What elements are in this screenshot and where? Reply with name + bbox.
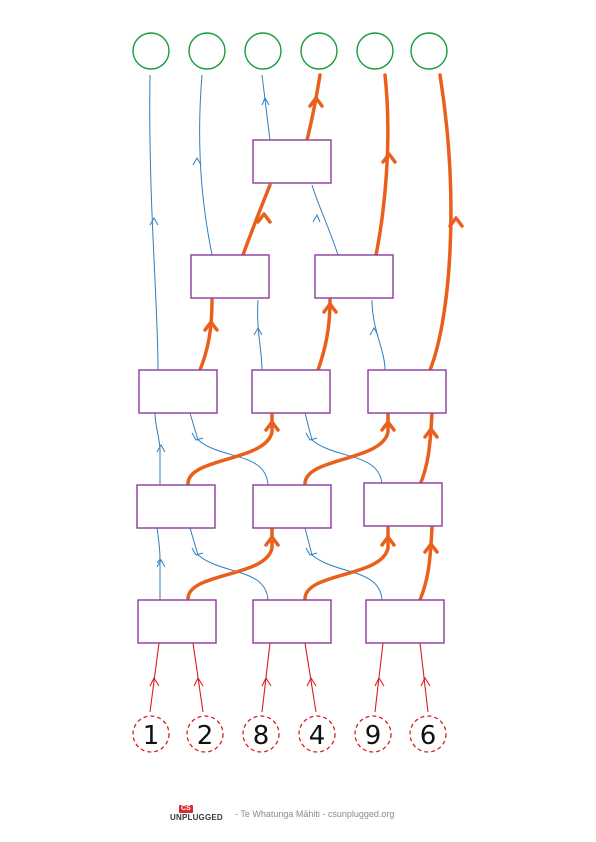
- comparator-box: [363, 482, 443, 527]
- comparator-box: [367, 369, 447, 414]
- comparator-box: [252, 484, 332, 529]
- highlight-segment: [186, 526, 274, 602]
- highlight-arrow: [308, 96, 324, 108]
- input-wire-arrow: [420, 676, 431, 687]
- highlight-arrow: [380, 535, 396, 547]
- input-wire-arrow: [374, 676, 385, 687]
- comparator-box: [190, 254, 270, 299]
- highlight-segment: [303, 411, 390, 487]
- output-circle: [132, 32, 170, 70]
- comparator-box: [137, 599, 217, 644]
- highlight-arrow: [448, 216, 464, 228]
- comparators: [136, 139, 447, 644]
- input-value: 8: [253, 721, 270, 751]
- output-circle: [300, 32, 338, 70]
- comparator-box: [252, 139, 332, 184]
- thin-wire-arrow: [369, 326, 379, 336]
- highlighted-path: [186, 73, 464, 602]
- input-wire-arrow: [193, 676, 204, 687]
- thin-wire-arrow: [261, 96, 270, 106]
- thin-wire: [149, 74, 159, 371]
- input-circle: [186, 715, 224, 753]
- comparator-box: [251, 369, 331, 414]
- input-wire: [149, 642, 160, 713]
- comparator-box: [314, 254, 394, 299]
- highlight-arrow: [203, 320, 219, 332]
- footer-credit: - Te Whatunga Māhiti - csunplugged.org: [235, 809, 395, 819]
- input-wire: [304, 642, 317, 713]
- input-wire-arrow: [261, 676, 272, 687]
- thin-wire-arrow: [149, 216, 159, 226]
- logo-word: UNPLUGGED: [170, 813, 223, 822]
- output-circles: [132, 32, 448, 70]
- thin-wire-arrow: [156, 558, 166, 568]
- highlight-segment: [418, 411, 434, 487]
- cs-unplugged-logo: CS UNPLUGGED: [170, 805, 232, 823]
- highlight-arrow: [381, 152, 397, 164]
- input-wire-arrow: [306, 676, 317, 687]
- thin-wire: [257, 299, 263, 371]
- thin-wire-arrow: [305, 432, 318, 441]
- input-circle: [354, 715, 392, 753]
- thin-wire: [154, 412, 161, 485]
- highlight-arrow: [423, 427, 439, 439]
- footer: CS UNPLUGGED - Te Whatunga Māhiti - csun…: [170, 804, 394, 824]
- input-wire-arrow: [149, 676, 160, 687]
- thin-wire-arrow: [305, 547, 318, 556]
- input-value: 1: [143, 721, 160, 751]
- comparator-box: [365, 599, 445, 644]
- input-value: 6: [420, 721, 437, 751]
- thin-wire-arrow: [191, 547, 204, 556]
- highlight-segment: [374, 73, 390, 257]
- input-circle: [298, 715, 336, 753]
- thin-wire: [311, 184, 339, 256]
- output-circle: [410, 32, 448, 70]
- input-value: 9: [365, 721, 382, 751]
- input-wire: [419, 642, 429, 713]
- thin-wire: [199, 74, 213, 256]
- highlight-arrow: [264, 535, 280, 547]
- logo-badge: CS: [179, 805, 193, 813]
- highlight-segment: [198, 298, 214, 372]
- output-circle: [244, 32, 282, 70]
- comparator-box: [136, 484, 216, 529]
- thin-wire: [261, 74, 271, 141]
- highlight-arrow: [423, 542, 439, 554]
- input-wires: [149, 642, 431, 713]
- thin-wire-arrow: [312, 213, 321, 223]
- output-circle: [188, 32, 226, 70]
- input-circles: [132, 715, 447, 753]
- highlight-segment: [418, 526, 434, 602]
- highlight-arrow: [264, 420, 280, 432]
- input-value: 2: [197, 721, 214, 751]
- comparator-box: [138, 369, 218, 414]
- highlight-segment: [316, 298, 332, 372]
- output-circle: [356, 32, 394, 70]
- input-circle: [132, 715, 170, 753]
- highlight-segment: [428, 73, 453, 372]
- highlight-arrow: [256, 212, 272, 224]
- highlight-arrow: [322, 302, 338, 314]
- highlight-arrow: [380, 420, 396, 432]
- thin-wire-arrow: [191, 432, 204, 441]
- highlight-segment: [186, 411, 274, 487]
- input-value: 4: [309, 721, 326, 751]
- highlight-segment: [241, 183, 272, 257]
- thin-wire-arrow: [253, 326, 263, 336]
- highlight-segment: [305, 73, 322, 142]
- thin-wire-arrow: [156, 443, 166, 453]
- thin-wire-arrow: [192, 156, 202, 166]
- thin-wire: [371, 299, 386, 371]
- highlight-segment: [303, 526, 390, 602]
- input-circle: [242, 715, 280, 753]
- comparator-box: [252, 599, 332, 644]
- input-circle: [409, 715, 447, 753]
